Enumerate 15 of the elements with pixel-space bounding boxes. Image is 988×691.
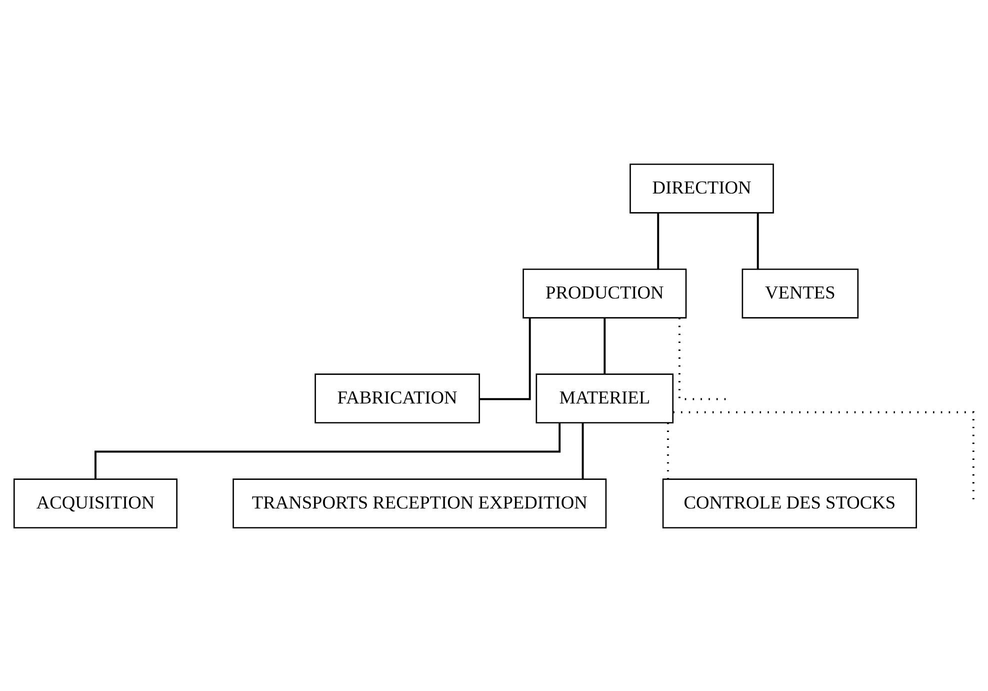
connector <box>657 212 660 268</box>
connector <box>94 422 561 478</box>
connector <box>673 410 974 502</box>
node-box: DIRECTION <box>630 163 774 213</box>
node-box: PRODUCTION <box>522 268 687 318</box>
node-box: VENTES <box>742 268 859 318</box>
node-box: ACQUISITION <box>13 478 178 528</box>
connector <box>756 212 759 268</box>
connector <box>479 318 531 400</box>
connector <box>604 317 606 374</box>
node-box: FABRICATION <box>314 373 480 423</box>
connector <box>582 422 584 478</box>
node-box: CONTROLE DES STOCKS <box>662 478 917 528</box>
node-box: TRANSPORTS RECEPTION EXPEDITION <box>232 478 607 528</box>
node-box: MATERIEL <box>536 373 674 423</box>
